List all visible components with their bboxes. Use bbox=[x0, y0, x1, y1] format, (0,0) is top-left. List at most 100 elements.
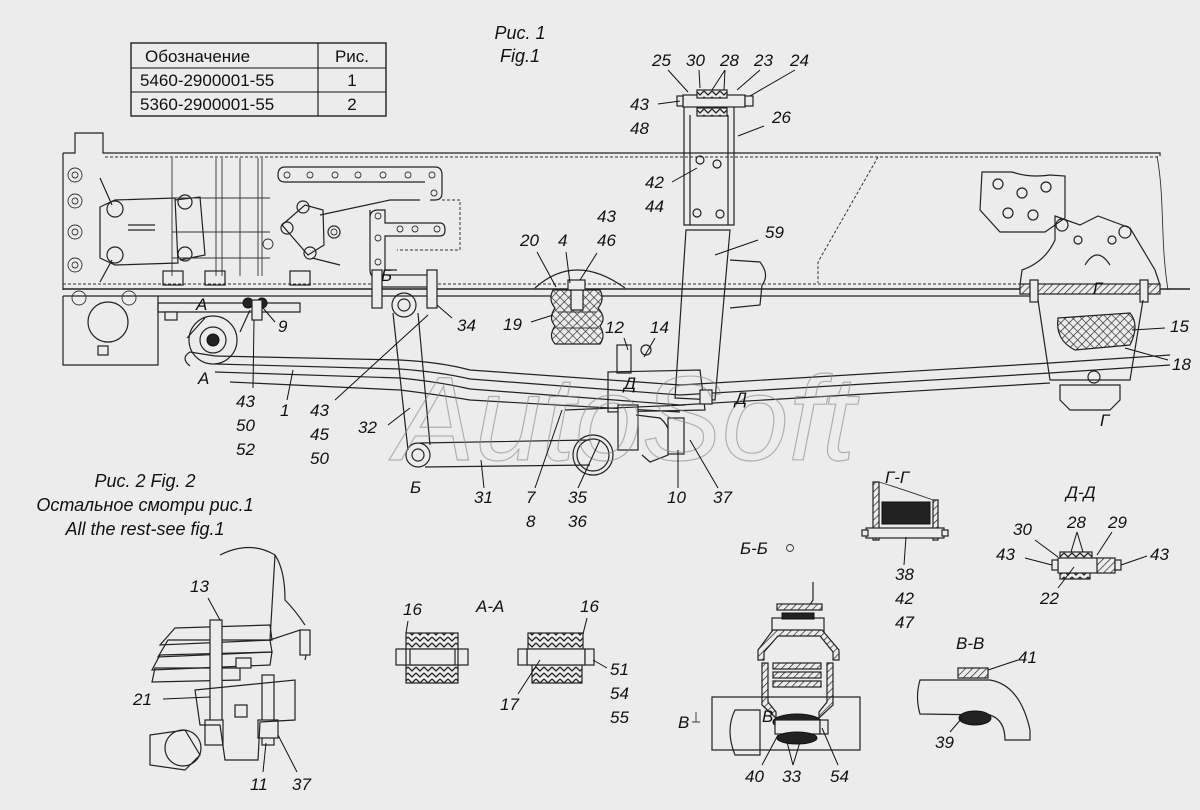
torque-rods bbox=[371, 269, 614, 476]
callout-label: 23 bbox=[753, 51, 773, 70]
section-a-a: А-А 16 16 17 51 54 55 bbox=[395, 597, 629, 727]
callout-label: 30 bbox=[1013, 520, 1032, 539]
callout-label: 33 bbox=[782, 767, 801, 786]
section-marker-v: В bbox=[678, 713, 689, 732]
section-title-a-a: А-А bbox=[475, 597, 504, 616]
callout-label: 21 bbox=[132, 690, 152, 709]
callout-label: 37 bbox=[713, 488, 732, 507]
section-marker-a: А bbox=[197, 369, 209, 388]
callout-label: 1 bbox=[280, 401, 289, 420]
callout-label: 55 bbox=[610, 708, 629, 727]
section-marker-a: А bbox=[195, 295, 207, 314]
callout-label: 24 bbox=[789, 51, 809, 70]
callout-label: 43 bbox=[597, 207, 616, 226]
callout-label: 13 bbox=[190, 577, 209, 596]
table-header-figure: Рис. bbox=[335, 47, 369, 66]
axle-bracket bbox=[564, 344, 713, 463]
callout-label: 20 bbox=[519, 231, 539, 250]
callout-label: 17 bbox=[500, 695, 519, 714]
callout-label: 38 bbox=[895, 565, 914, 584]
callout-label: 48 bbox=[630, 119, 649, 138]
callout-label: 43 bbox=[236, 392, 255, 411]
spring-eye-front bbox=[157, 297, 301, 365]
callout-label: 9 bbox=[278, 317, 288, 336]
section-marker-g: Г bbox=[1100, 411, 1111, 430]
fig1-caption-ru: Рис. 1 bbox=[494, 23, 545, 43]
bolt-holes bbox=[67, 167, 83, 273]
fig2-caption: Рис. 2 Fig. 2 bbox=[94, 471, 195, 491]
bump-stop bbox=[534, 269, 626, 345]
callout-label: 46 bbox=[597, 231, 616, 250]
section-marker-d: Д bbox=[622, 374, 636, 393]
callout-label: 34 bbox=[457, 316, 476, 335]
callout-label: 26 bbox=[771, 108, 791, 127]
callout-label: 47 bbox=[895, 613, 914, 632]
callout-label: 22 bbox=[1039, 589, 1059, 608]
callout-label: 43 bbox=[630, 95, 649, 114]
section-title-g-g: Г-Г bbox=[885, 468, 911, 487]
callout-label: 52 bbox=[236, 440, 255, 459]
section-title-v-v: В-В bbox=[956, 634, 984, 653]
fig1-caption-en: Fig.1 bbox=[500, 46, 540, 66]
section-marker-v: В bbox=[762, 707, 773, 726]
callout-label: 54 bbox=[610, 684, 629, 703]
callout-label: 39 bbox=[935, 733, 954, 752]
callout-label: 28 bbox=[719, 51, 739, 70]
callout-label: 40 bbox=[745, 767, 764, 786]
callout-label: 19 bbox=[503, 315, 522, 334]
callout-label: 43 bbox=[310, 401, 329, 420]
callout-label: 32 bbox=[358, 418, 377, 437]
section-title-d-d: Д-Д bbox=[1064, 483, 1096, 502]
callout-label: 44 bbox=[645, 197, 664, 216]
section-marker-d: Д bbox=[733, 389, 747, 408]
callout-label: 25 bbox=[651, 51, 671, 70]
callout-label: 45 bbox=[310, 425, 329, 444]
section-d-d: Д-Д 30 28 29 43 43 22 bbox=[996, 483, 1169, 608]
section-g-g: Г-Г 38 42 47 bbox=[861, 468, 949, 632]
callout-label: 54 bbox=[830, 767, 849, 786]
section-b-b: Б-Б В В 40 33 54 bbox=[678, 539, 861, 786]
callout-label: 36 bbox=[568, 512, 587, 531]
callout-label: 43 bbox=[996, 545, 1015, 564]
callout-label: 7 bbox=[526, 488, 536, 507]
callout-label: 4 bbox=[558, 231, 567, 250]
watermark: AutoSoft bbox=[389, 352, 860, 486]
callout-label: 12 bbox=[605, 318, 624, 337]
hex-bolts bbox=[992, 178, 1052, 221]
callout-label: 11 bbox=[250, 775, 268, 794]
callout-label: 37 bbox=[292, 775, 311, 794]
callout-label: 43 bbox=[1150, 545, 1169, 564]
designation-table: Обозначение Рис. 5460-2900001-55 1 5360-… bbox=[130, 42, 387, 117]
callout-label: 14 bbox=[650, 318, 669, 337]
callout-label: 10 bbox=[667, 488, 686, 507]
callout-label: 51 bbox=[610, 660, 629, 679]
strip-holes bbox=[283, 171, 438, 197]
callout-label: 8 bbox=[526, 512, 536, 531]
frame-rail bbox=[62, 132, 1190, 366]
section-v-v: В-В 41 39 bbox=[916, 634, 1037, 752]
fig2-note-en: All the rest-see fig.1 bbox=[64, 519, 224, 539]
leaf-spring bbox=[184, 351, 1171, 413]
callout-label: 16 bbox=[580, 597, 599, 616]
table-cell-designation: 5460-2900001-55 bbox=[140, 71, 274, 90]
fig2-note-ru: Остальное смотри рис.1 bbox=[36, 495, 253, 515]
table-cell-figure: 2 bbox=[347, 95, 356, 114]
callout-label: 35 bbox=[568, 488, 587, 507]
section-marker-b: Б bbox=[410, 478, 421, 497]
callouts-fig1: 25 30 28 23 24 43 48 26 42 44 59 43 46 2… bbox=[236, 51, 1191, 531]
callout-label: 15 bbox=[1170, 317, 1189, 336]
table-cell-designation: 5360-2900001-55 bbox=[140, 95, 274, 114]
callout-label: 50 bbox=[310, 449, 329, 468]
callout-label: 28 bbox=[1066, 513, 1086, 532]
callout-label: 59 bbox=[765, 223, 784, 242]
callout-label: 30 bbox=[686, 51, 705, 70]
callout-label: 18 bbox=[1172, 355, 1191, 374]
callout-label: 50 bbox=[236, 416, 255, 435]
callout-label: 42 bbox=[895, 589, 914, 608]
callout-label: 31 bbox=[474, 488, 493, 507]
callout-label: 16 bbox=[403, 600, 422, 619]
callout-label: 42 bbox=[645, 173, 664, 192]
callout-label: 29 bbox=[1107, 513, 1127, 532]
table-cell-figure: 1 bbox=[347, 71, 356, 90]
